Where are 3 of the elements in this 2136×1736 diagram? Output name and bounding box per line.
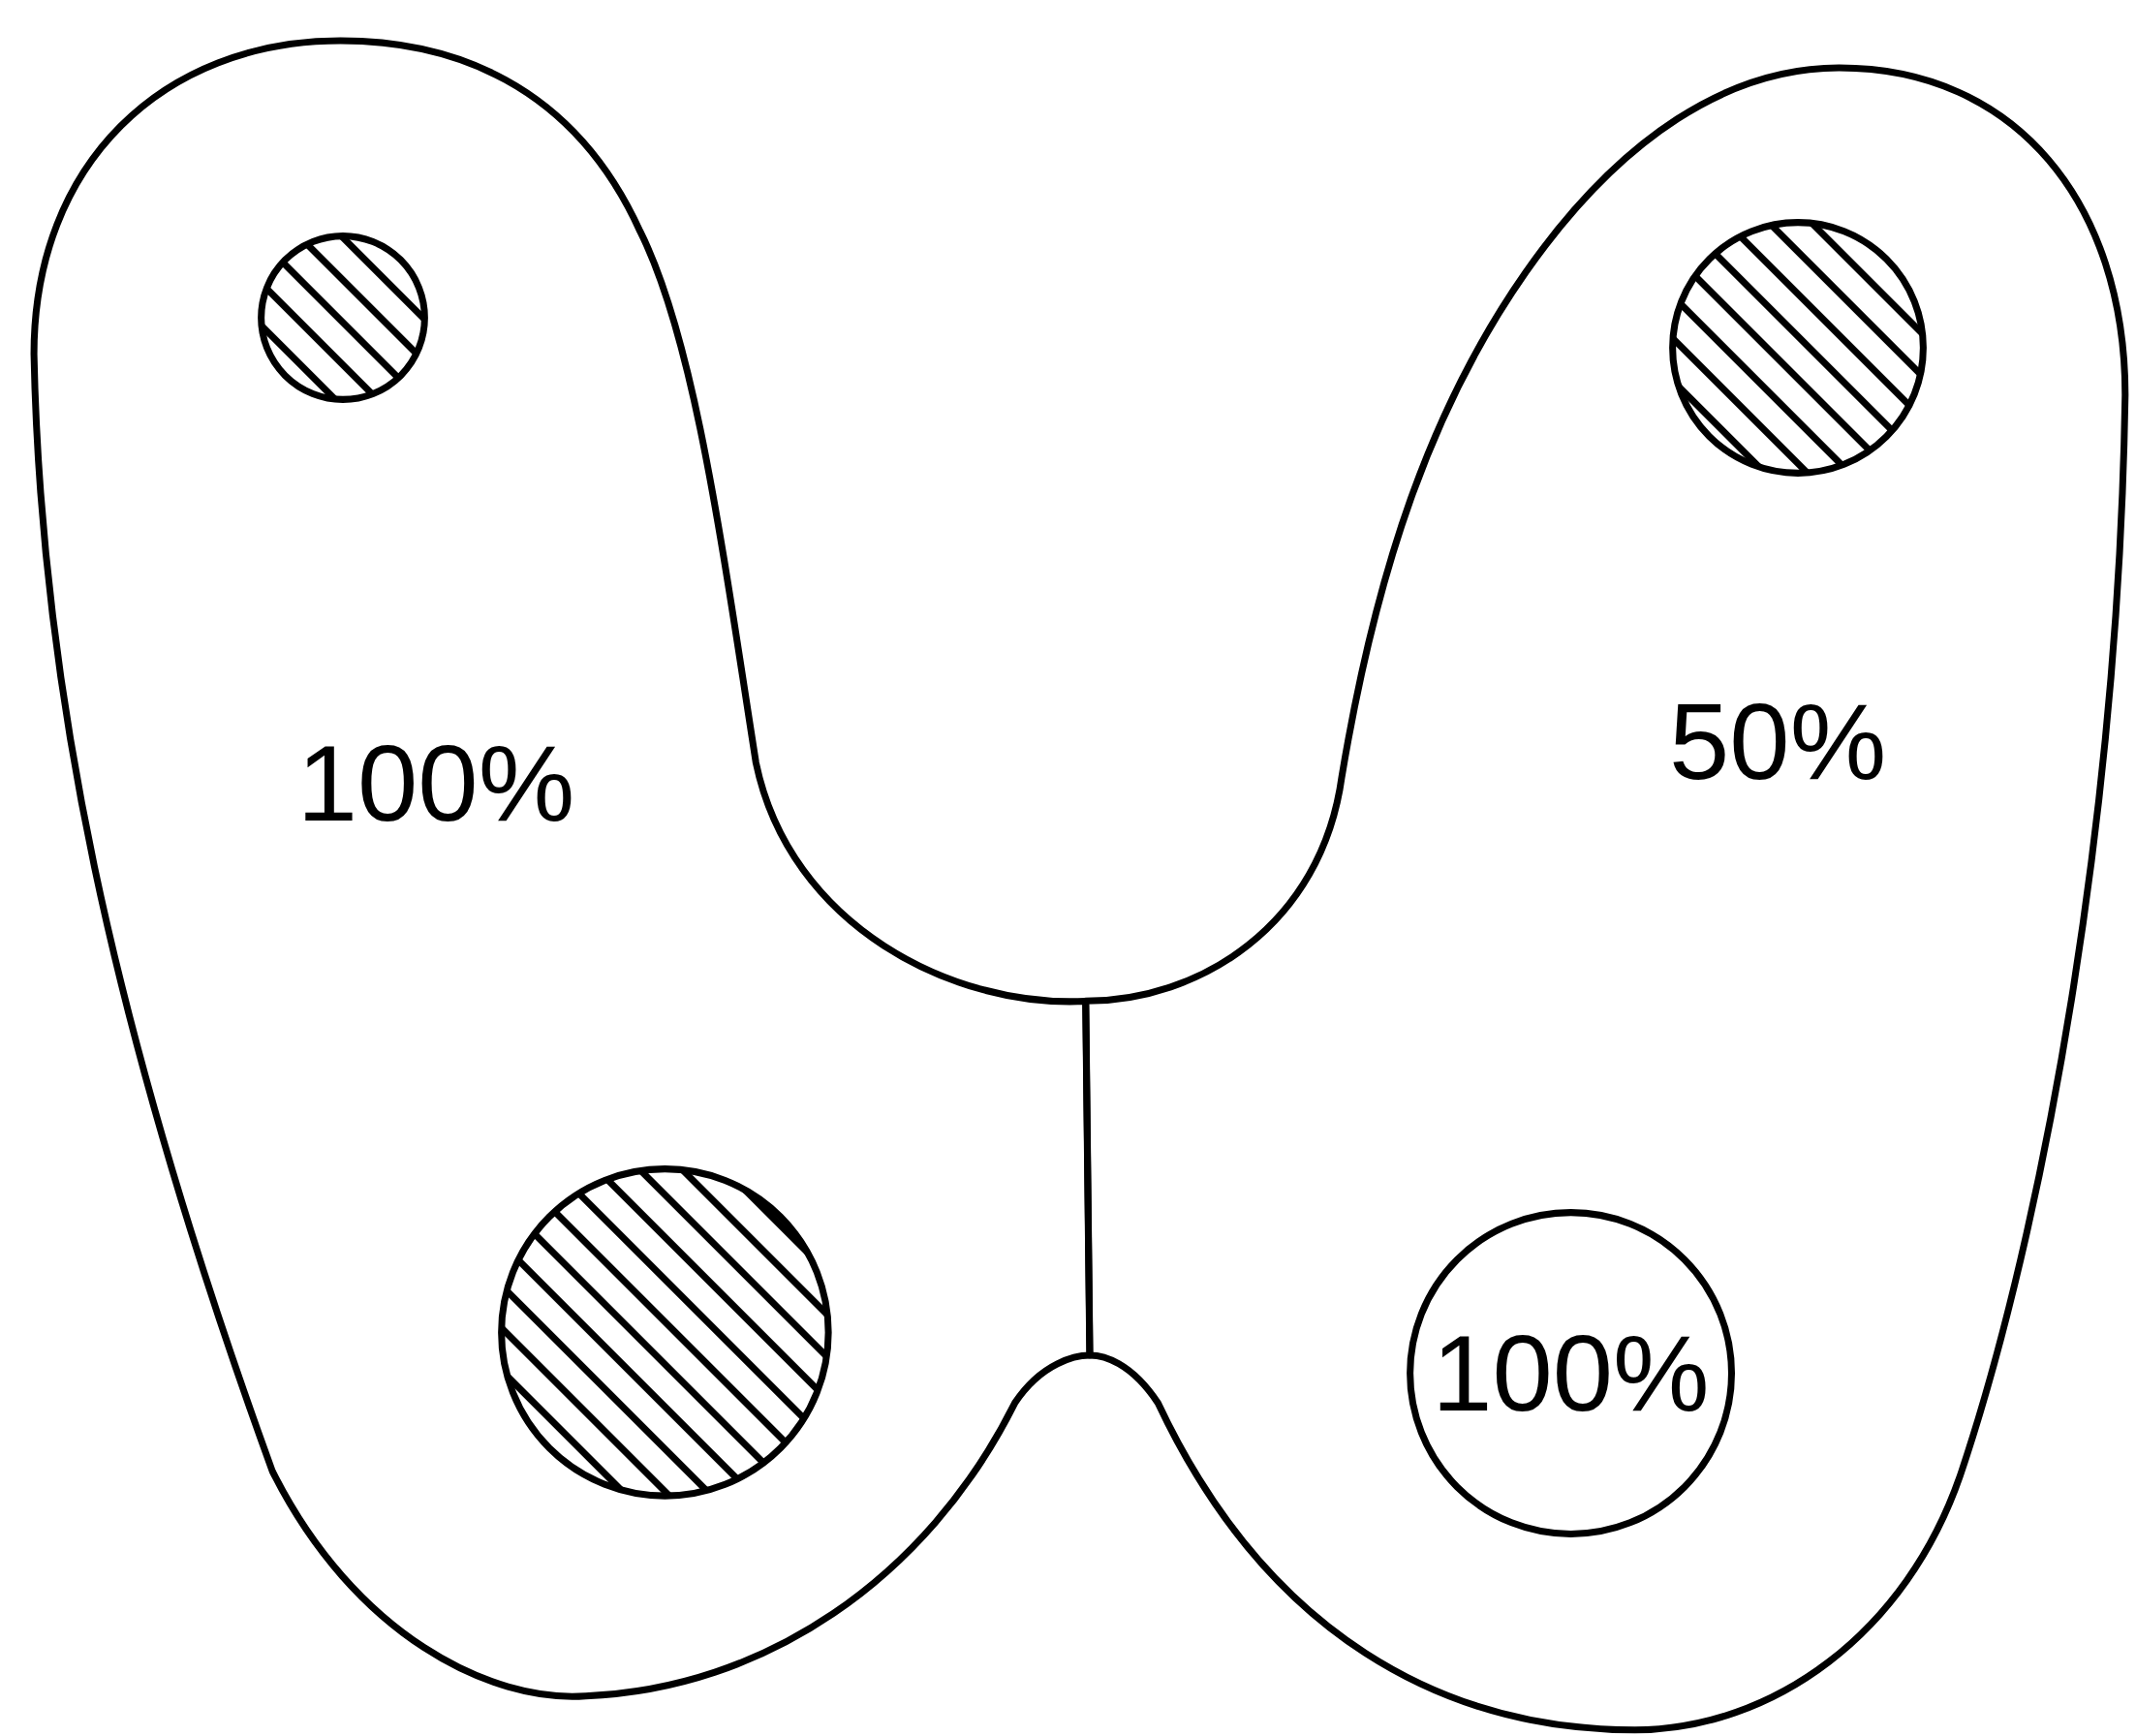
percentage-label: 100% (296, 728, 575, 838)
percentage-label: 100% (1432, 1318, 1710, 1428)
percentage-label: 50% (1669, 688, 1887, 797)
